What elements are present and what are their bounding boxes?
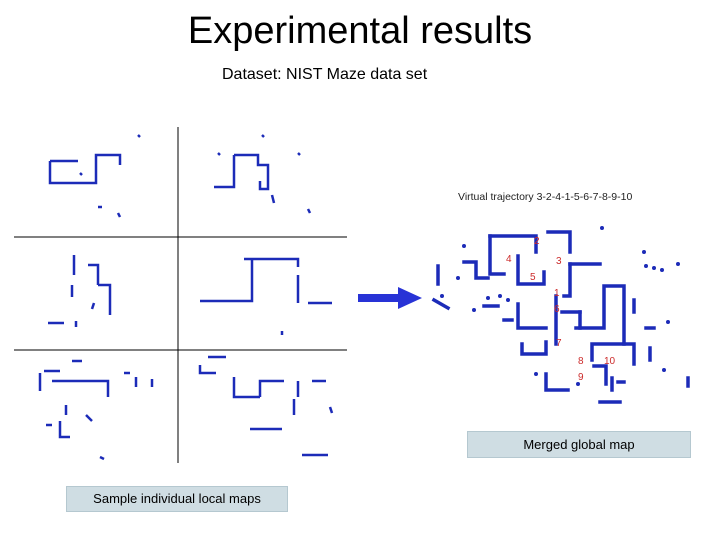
waypoint-6: 6 <box>554 304 560 315</box>
slide-title: Experimental results <box>187 10 533 52</box>
waypoint-4: 4 <box>506 254 512 265</box>
merged-map-dots <box>440 226 680 386</box>
waypoint-5: 5 <box>530 272 536 283</box>
waypoint-1: 1 <box>554 288 560 299</box>
merged-map-caption: Merged global map <box>467 431 691 458</box>
local-map-5 <box>38 359 154 461</box>
local-map-4 <box>200 257 332 335</box>
merged-map-walls <box>431 230 690 404</box>
waypoint-10: 10 <box>604 356 616 367</box>
waypoint-3: 3 <box>556 256 562 267</box>
merge-arrow <box>358 287 422 309</box>
local-map-1 <box>48 134 141 218</box>
local-map-3 <box>48 255 112 327</box>
local-maps-caption: Sample individual local maps <box>66 486 288 512</box>
local-maps-grid <box>14 127 347 463</box>
grid-lines <box>14 127 347 463</box>
local-map-2 <box>214 134 312 214</box>
trajectory-label: Virtual trajectory 3-2-4-1-5-6-7-8-9-10 <box>458 191 633 203</box>
waypoint-7: 7 <box>556 338 562 349</box>
waypoint-2: 2 <box>534 236 540 247</box>
waypoint-8: 8 <box>578 356 584 367</box>
merged-global-map: 2 4 3 5 1 6 7 8 10 9 <box>431 226 690 404</box>
local-map-6 <box>198 355 334 457</box>
waypoint-9: 9 <box>578 372 584 383</box>
dataset-subtitle: Dataset: NIST Maze data set <box>222 66 428 83</box>
trajectory-waypoints: 2 4 3 5 1 6 7 8 10 9 <box>506 236 616 383</box>
